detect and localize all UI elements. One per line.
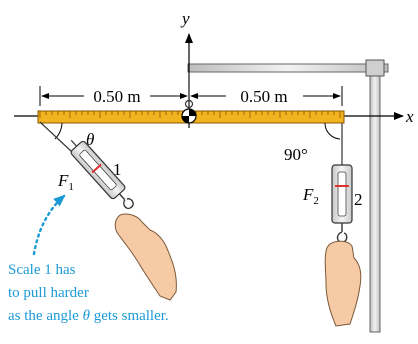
right-length-label: 0.50 m [240, 87, 287, 106]
right-hand [324, 240, 362, 327]
center-of-mass-symbol [181, 108, 197, 124]
dimension-left [39, 86, 188, 106]
f2-symbol: F2 [302, 185, 319, 207]
scale-1-number: 1 [113, 160, 122, 179]
theta-label: θ [86, 130, 94, 149]
annotation-text: Scale 1 has to pull harder as the angle … [8, 262, 169, 324]
left-length-label: 0.50 m [93, 87, 140, 106]
annotation-arrow [32, 194, 66, 256]
f1-symbol: F1 [57, 171, 74, 193]
theta-arc [54, 122, 63, 140]
right-angle-label: 90° [284, 145, 308, 164]
annotation-line-1: Scale 1 has [8, 262, 76, 278]
annotation-line-2: to pull harder [8, 285, 89, 301]
annotation-line-3: as the angle θ gets smaller. [8, 308, 169, 324]
spring-scale-2 [331, 164, 353, 243]
left-string [39, 121, 73, 153]
scale-2-number: 2 [354, 190, 363, 209]
left-hand [114, 213, 177, 301]
y-axis-label: y [180, 9, 190, 28]
support-post [187, 59, 389, 333]
hanger-ring [184, 99, 194, 109]
right-angle-arc [324, 122, 341, 140]
spring-scale-1 [70, 139, 134, 210]
x-axis-label: x [405, 107, 414, 126]
dimension-right [190, 86, 343, 106]
